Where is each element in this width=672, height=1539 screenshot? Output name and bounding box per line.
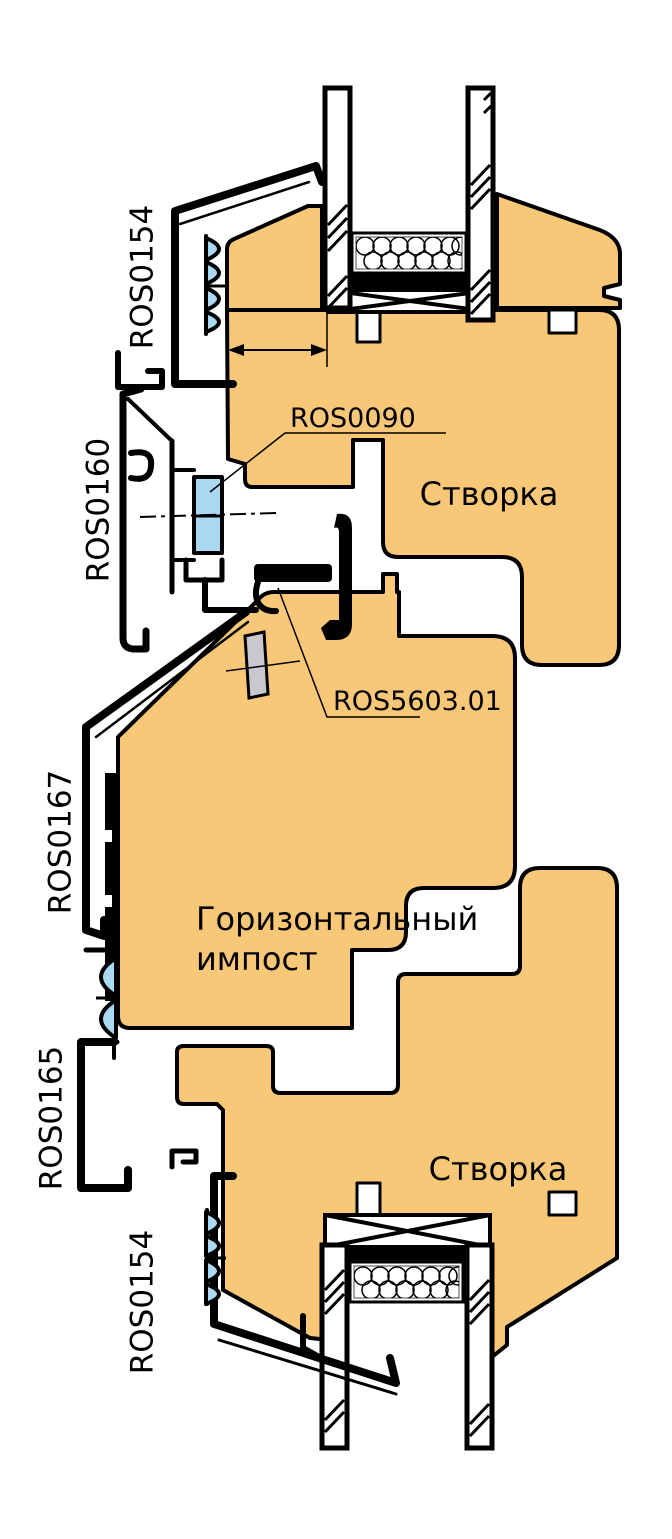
profile-ros0160 — [119, 385, 150, 653]
profile-ros0160-step — [202, 577, 259, 613]
profile-ros0160-foot — [183, 557, 225, 583]
profile-ros0160-snap — [128, 449, 155, 482]
gasket-lobe — [204, 1234, 221, 1258]
part-label-ros0154-bottom: ROS0154 — [125, 1230, 161, 1375]
plastic-part-ros5603 — [243, 630, 270, 700]
gasket-lobe — [204, 236, 221, 262]
glazing-unit-top — [322, 85, 496, 323]
centerline-gasket — [139, 512, 279, 518]
gasket-lobe-left — [99, 998, 118, 1040]
part-label-ros5603: ROS5603.01 — [333, 686, 502, 717]
connector-curl — [253, 579, 279, 615]
gasket-lobe — [204, 260, 221, 286]
setting-block-cross — [327, 288, 493, 314]
profile-hook-bottom — [169, 1148, 199, 1170]
profile-ros0154-top — [171, 162, 326, 388]
profile-ros0165 — [77, 1038, 132, 1192]
sash-top-notch-left — [355, 308, 382, 344]
glass-pane-top-left — [322, 85, 353, 311]
profile-ros0154-bottom — [210, 1172, 400, 1387]
part-label-ros0160: ROS0160 — [81, 438, 117, 583]
sash-bottom-notch-right — [547, 1190, 578, 1217]
profile-ros0154-bottom-inner — [217, 1338, 398, 1396]
gasket-lobe — [204, 1258, 221, 1284]
annotation-lines — [139, 309, 446, 718]
connector-bar — [254, 564, 332, 582]
sash-top-left-bead — [225, 204, 324, 312]
wood-parts — [116, 192, 622, 1359]
part-label-ros0167: ROS0167 — [43, 770, 79, 915]
sash-label-top: Створка — [420, 475, 559, 513]
gasket-lobe — [204, 1282, 221, 1306]
centerline-plastic — [225, 660, 301, 672]
mullion-label-line1: Горизонтальный — [196, 900, 478, 938]
dimension-arrowhead-left — [228, 344, 244, 356]
leader-ros0090 — [209, 432, 446, 493]
gasket-lobe — [204, 1210, 221, 1236]
edge-seal-top — [350, 272, 468, 292]
sash-label-bottom: Створка — [429, 1150, 568, 1188]
gasket-lobe — [204, 286, 221, 312]
labels: ROS0154 ROS0160 ROS0090 ROS5603.01 ROS01… — [34, 205, 568, 1375]
glazing-clip-bottom — [300, 1313, 322, 1360]
profile-ros0160-slope — [126, 397, 174, 443]
dimension-arrowhead-right — [311, 344, 327, 356]
aluminum-profiles — [77, 162, 400, 1396]
sash-bottom-notch-left — [355, 1181, 382, 1217]
glazing-unit-bottom — [319, 1213, 495, 1451]
mullion-label-line2: импост — [196, 940, 318, 978]
glass-pane-top-right — [465, 85, 496, 323]
edge-seal-bottom — [347, 1247, 468, 1263]
connector-j-hook — [321, 513, 352, 640]
desiccant-bottom — [354, 1266, 459, 1298]
gasket-housing-ros0160 — [170, 468, 196, 562]
leader-ros5603 — [277, 587, 420, 718]
mullion-side-bar-notch — [105, 830, 112, 842]
profile-ros0167 — [82, 608, 250, 940]
sash-top-notch-right — [547, 308, 578, 335]
mullion-body — [116, 572, 517, 1030]
profile-ros0167-inner — [94, 620, 250, 739]
mullion-side-bar-notch — [105, 895, 112, 907]
part-label-ros0165: ROS0165 — [34, 1046, 70, 1191]
part-label-ros0090: ROS0090 — [290, 403, 416, 434]
sash-top-body — [225, 308, 621, 667]
gasket-lobe — [204, 310, 221, 334]
sash-top-right-bead — [495, 192, 622, 310]
desiccant-top — [356, 237, 462, 269]
part-label-ros0154-top: ROS0154 — [125, 205, 161, 350]
sash-bottom-body — [175, 866, 619, 1359]
setting-block-cross — [324, 1213, 491, 1249]
glass-hatch-top — [326, 91, 493, 316]
profile-hook-top — [115, 350, 165, 390]
glass-hatch-bottom — [323, 1268, 491, 1438]
profile-ros0154-top-inner — [178, 180, 311, 226]
gasket-lobe-left — [99, 956, 118, 998]
